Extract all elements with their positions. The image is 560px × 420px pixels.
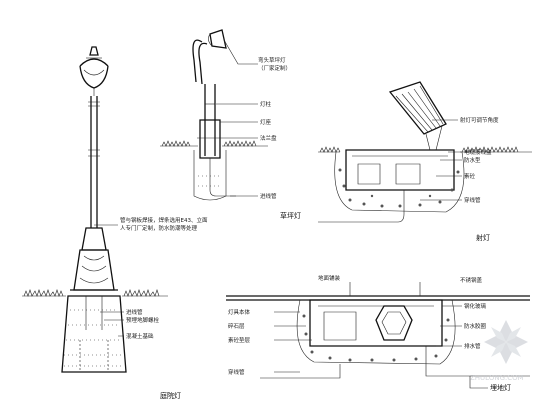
watermark-text: ZHULONG.COM (470, 374, 524, 382)
buried-fixture-icon (375, 305, 413, 341)
buried-lamp-detail: 地面铺装 不锈钢盖 钢化玻璃 灯具本体 碎石层 防水胶圈 素砼垫层 排水管 穿线… (226, 274, 530, 392)
label-buried-grille: 钢化玻璃 (464, 302, 487, 310)
street-lamp-detail: 管与钢板焊接，焊条选用E43、立面 人专门厂定制，防水防潮等处理 进线管 预埋地… (22, 46, 208, 400)
label-lawn-base: 灯座 (260, 118, 272, 126)
lamp-pole (90, 96, 98, 228)
label-lawn-head-1: 弯头草坪灯 (258, 56, 286, 64)
label-buried-gravel: 碎石层 (228, 322, 245, 330)
label-lawn-flange: 法兰盘 (260, 134, 277, 142)
label-conduit: 进线管 (126, 308, 143, 316)
label-spot-conduit: 穿线管 (464, 196, 481, 204)
label-spot-box-1: 电缆接线盒 (464, 148, 492, 156)
concrete-footing (61, 295, 127, 373)
snowflake-logo-icon (484, 320, 528, 364)
note-line-1: 管与钢板焊接，焊条选用E43、立面 (120, 216, 208, 224)
label-anchor-bolt: 预埋地脚螺栓 (126, 316, 160, 324)
title-street-lamp: 庭院灯 (160, 391, 181, 400)
label-buried-seal: 防水胶圈 (464, 322, 487, 330)
watermark: ZHULONG.COM (470, 320, 528, 382)
label-spot-box-2: 防水型 (464, 156, 481, 164)
label-spot-gravel: 素砼 (464, 172, 476, 180)
label-lawn-conduit: 进线管 (260, 192, 277, 200)
label-buried-drain: 排水管 (464, 342, 481, 350)
label-lawn-head-2: （厂家定制） (258, 64, 291, 72)
label-footing: 混凝土基础 (126, 332, 154, 340)
spot-lamp-body-icon (388, 81, 447, 151)
label-buried-housing: 灯具本体 (228, 308, 251, 316)
label-buried-footing: 素砼垫层 (228, 336, 251, 344)
lamp-head-icon (79, 46, 109, 96)
title-lawn-lamp: 草坪灯 (280, 211, 301, 220)
title-buried-lamp: 埋地灯 (490, 383, 511, 392)
spot-lamp-detail: 射灯可调节角度 电缆接线盒 防水型 素砼 穿线管 射灯 (318, 81, 532, 242)
label-lawn-pole: 灯柱 (260, 100, 272, 108)
title-spot-lamp: 射灯 (476, 233, 490, 242)
lawn-lamp-detail: 弯头草坪灯 （厂家定制） 灯柱 灯座 法兰盘 进线管 草坪灯 (160, 29, 301, 220)
lawn-lamp-head-icon (209, 29, 227, 49)
label-buried-pipe: 穿线管 (228, 368, 245, 376)
label-buried-surface: 地面铺装 (318, 274, 341, 282)
note-line-2: 人专门厂定制，防水防潮等处理 (120, 224, 198, 232)
label-buried-cover: 不锈钢盖 (460, 276, 483, 284)
label-spot-body: 射灯可调节角度 (460, 116, 499, 124)
